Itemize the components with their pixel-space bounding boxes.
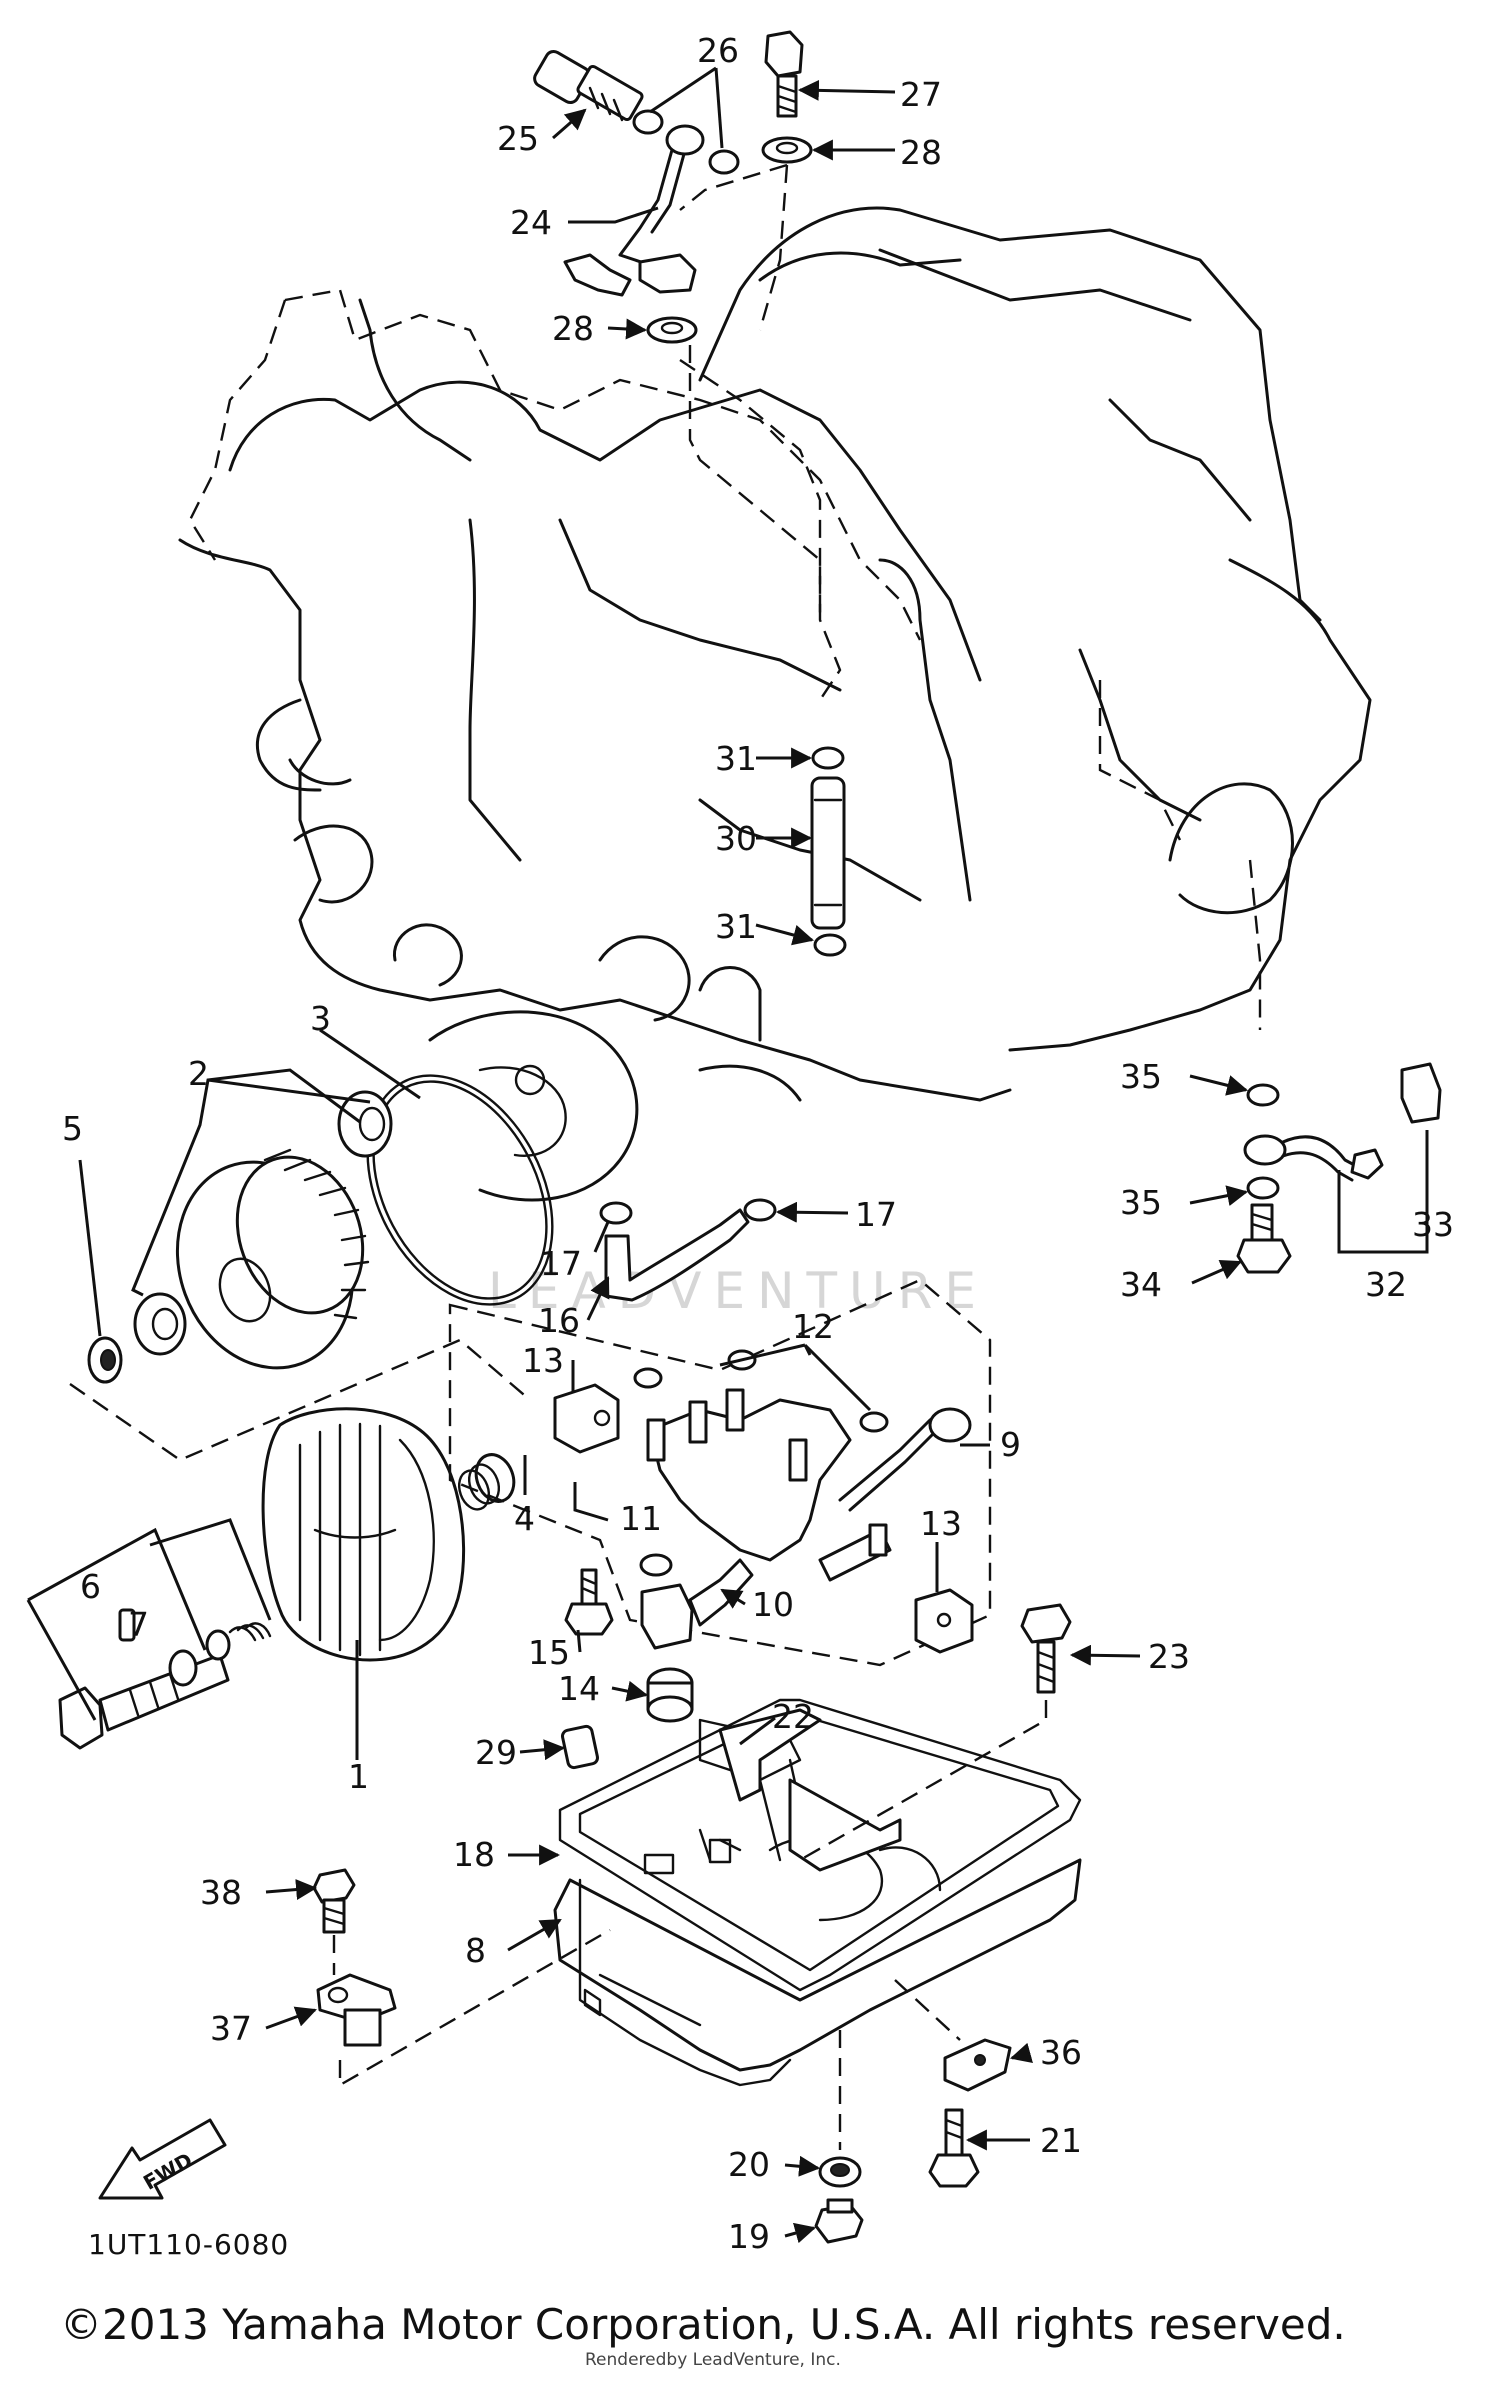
- part-2-spacer-b: [133, 1292, 187, 1356]
- callout-15: 15: [528, 1633, 570, 1672]
- callout-35-top: 35: [1120, 1057, 1162, 1096]
- part-14-seal: [646, 1667, 694, 1723]
- callout-7: 7: [128, 1605, 149, 1644]
- part-28-washer-top: [761, 136, 813, 164]
- callout-8: 8: [465, 1931, 486, 1970]
- callout-22: 22: [772, 1697, 814, 1736]
- part-4-spring: [457, 1453, 516, 1511]
- part-24-oil-pipe: [563, 124, 705, 297]
- engine-crankcase: [178, 206, 1372, 1202]
- part-35-washer-top: [1246, 1083, 1280, 1107]
- callout-14: 14: [558, 1669, 600, 1708]
- part-6-spring: [205, 1622, 272, 1661]
- part-19-drain-bolt: [814, 2198, 864, 2244]
- diagram-code: 1UT110-6080: [88, 2228, 290, 2261]
- part-30-pipe: [810, 776, 846, 930]
- callout-17-right: 17: [855, 1195, 897, 1234]
- callout-12: 12: [792, 1307, 834, 1346]
- callout-34: 34: [1120, 1265, 1162, 1304]
- callout-5: 5: [62, 1109, 83, 1148]
- callout-31-top: 31: [715, 739, 757, 778]
- part-16-pipe: [604, 1208, 750, 1302]
- part-17-oring-a: [599, 1201, 633, 1225]
- part-11-oring: [639, 1553, 673, 1577]
- callout-29: 29: [475, 1733, 517, 1772]
- callout-25: 25: [497, 119, 539, 158]
- part-12-orings: [633, 1349, 889, 1433]
- callout-9: 9: [1000, 1425, 1021, 1464]
- part-13-block-a: [553, 1383, 620, 1454]
- callout-10: 10: [752, 1585, 794, 1624]
- callout-2: 2: [188, 1054, 209, 1093]
- callout-37: 37: [210, 2009, 252, 2048]
- part-3-oring: [366, 1074, 554, 1306]
- callout-32: 32: [1365, 1265, 1407, 1304]
- part-17-oring-b: [743, 1198, 777, 1222]
- part-21-bolt: [928, 2108, 980, 2188]
- callout-38: 38: [200, 1873, 242, 1912]
- callout-11: 11: [620, 1499, 662, 1538]
- part-31-oring-top: [811, 746, 845, 770]
- part-36-plate: [943, 2038, 1012, 2092]
- callout-35-bottom: 35: [1120, 1183, 1162, 1222]
- part-5-washer: [87, 1336, 123, 1384]
- part-27-bolt: [764, 30, 804, 118]
- part-23-bolt: [1020, 1603, 1072, 1694]
- copyright-notice: ©2013 Yamaha Motor Corporation, U.S.A. A…: [60, 2300, 1346, 2349]
- callout-36: 36: [1040, 2033, 1082, 2072]
- callout-13-left: 13: [522, 1341, 564, 1380]
- part-1-filter-cover: [261, 1407, 466, 1662]
- fwd-arrow-icon: FWD: [98, 2118, 227, 2200]
- watermark-text: LEADVENTURE: [488, 1262, 988, 1320]
- callout-3: 3: [310, 999, 331, 1038]
- part-25-bolt: [533, 49, 644, 122]
- callout-6: 6: [80, 1567, 101, 1606]
- callout-28-top: 28: [900, 133, 942, 172]
- callout-labels: 25 26 27 28 24 28 31 30 31 3 2 5 35 17 1…: [62, 31, 1454, 2256]
- callout-33: 33: [1412, 1205, 1454, 1244]
- part-34-bolt: [1236, 1203, 1292, 1274]
- part-29-dowel: [560, 1724, 600, 1770]
- part-28-washer-mid: [646, 316, 698, 344]
- callout-31-bottom: 31: [715, 907, 757, 946]
- callout-30: 30: [715, 819, 757, 858]
- part-35-washer-bottom: [1246, 1176, 1280, 1200]
- part-37-flange: [316, 1973, 397, 2047]
- callout-23: 23: [1148, 1637, 1190, 1676]
- part-26-washers: [632, 109, 740, 175]
- part-7-oring: [168, 1649, 198, 1687]
- leader-lines: [78, 66, 1249, 2244]
- callout-16: 16: [538, 1301, 580, 1340]
- callout-28-mid: 28: [552, 309, 594, 348]
- callout-26: 26: [697, 31, 739, 70]
- callout-20: 20: [728, 2145, 770, 2184]
- callout-24: 24: [510, 203, 552, 242]
- callout-1: 1: [348, 1757, 369, 1796]
- callout-27: 27: [900, 75, 942, 114]
- part-15-bolt: [564, 1568, 614, 1636]
- callout-21: 21: [1040, 2121, 1082, 2160]
- render-credit: Renderedby LeadVenture, Inc.: [585, 2350, 841, 2370]
- callout-17-left: 17: [540, 1244, 582, 1283]
- part-22-baffle: [718, 1708, 902, 1872]
- part-6-pin: [118, 1608, 136, 1642]
- part-32-pipe: [1243, 1134, 1384, 1182]
- part-33-cap: [1400, 1062, 1442, 1124]
- part-13-block-b: [914, 1588, 974, 1654]
- callout-4: 4: [514, 1499, 535, 1538]
- part-9-pump-body: [646, 1388, 972, 1582]
- callout-13-right: 13: [920, 1504, 962, 1543]
- callout-19: 19: [728, 2217, 770, 2256]
- part-2-spacer-a: [337, 1090, 393, 1158]
- part-20-washer: [818, 2156, 862, 2188]
- callout-18: 18: [453, 1835, 495, 1874]
- part-2-filter-element: [175, 1148, 370, 1370]
- part-31-oring-bottom: [813, 933, 847, 957]
- part-38-bolt: [312, 1868, 356, 1934]
